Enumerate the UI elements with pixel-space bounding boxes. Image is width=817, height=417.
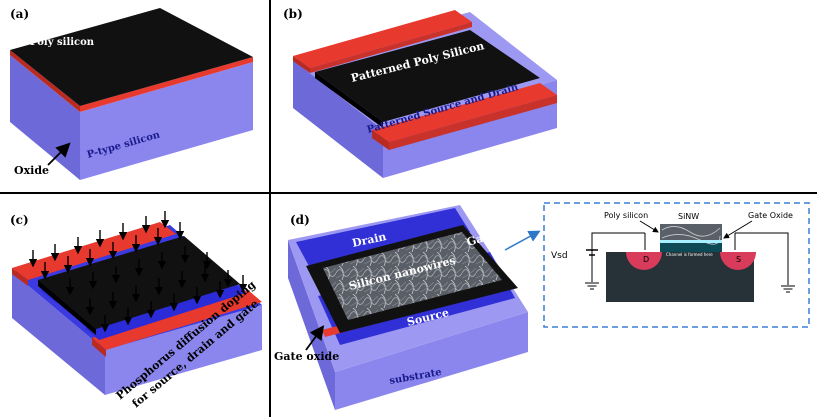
panel-c-poly xyxy=(38,236,240,329)
panel-c-substrate xyxy=(105,305,262,395)
panel-d-gate-oxide-label: Gate oxide xyxy=(274,350,339,363)
inset-ground-left xyxy=(585,282,599,290)
panel-c-doping-arrows xyxy=(28,211,248,333)
panel-d-nanowires xyxy=(323,232,502,320)
panel-c: (c) Phosphorus diffusion doping for sour… xyxy=(10,211,262,410)
inset-gate-oxide-arrow xyxy=(723,220,753,239)
panel-b: (b) Patterned Poly Silicon Patterned Sou… xyxy=(283,7,557,178)
inset-gate-oxide-label: Gate Oxide xyxy=(748,211,793,220)
panel-b-drain-rail xyxy=(293,10,472,68)
panel-a-oxide-label: Oxide xyxy=(14,164,49,177)
panel-a-poly-label: Poly silicon xyxy=(30,37,95,48)
inset-pointer-arrow xyxy=(504,230,541,251)
inset-s-label: S xyxy=(736,255,741,264)
inset-cross-section: D S Channel is formed here Vsd Poly sili… xyxy=(543,202,810,328)
inset-ground-right xyxy=(781,285,795,293)
inset-channel-label: Channel is formed here xyxy=(666,252,713,257)
panel-d-gate-oxide-arrow xyxy=(305,325,325,351)
panel-c-source-rail xyxy=(92,290,262,350)
inset-source-well xyxy=(720,252,756,270)
inset-poly-label: Poly silicon xyxy=(604,211,648,220)
inset-drain-well xyxy=(626,252,662,270)
panel-a-oxide-arrow xyxy=(47,142,71,166)
inset-sinw-label: SiNW xyxy=(678,212,699,221)
panel-d-substrate xyxy=(335,312,528,410)
panel-b-poly xyxy=(315,30,540,122)
inset-vsd-label: Vsd xyxy=(551,251,568,261)
panel-a-letter: (a) xyxy=(10,7,29,21)
panel-a-substrate-front xyxy=(80,62,253,180)
panel-a-oxide xyxy=(80,57,253,112)
panel-d: (d) Drain Gate poly Silicon nanowires So… xyxy=(274,205,541,410)
panel-a-poly xyxy=(10,8,253,106)
panel-c-drain-rail xyxy=(12,222,176,280)
panel-c-letter: (c) xyxy=(10,213,29,227)
panel-b-letter: (b) xyxy=(283,7,303,21)
panel-b-source-rail xyxy=(372,83,557,142)
panel-a: (a) Poly silicon Oxide P-type silicon xyxy=(10,7,253,180)
inset-d-label: D xyxy=(643,255,649,264)
panel-d-drain xyxy=(296,208,470,268)
inset-channel-region xyxy=(660,242,722,252)
inset-poly-arrow xyxy=(639,220,659,233)
panel-d-letter: (d) xyxy=(290,213,310,227)
